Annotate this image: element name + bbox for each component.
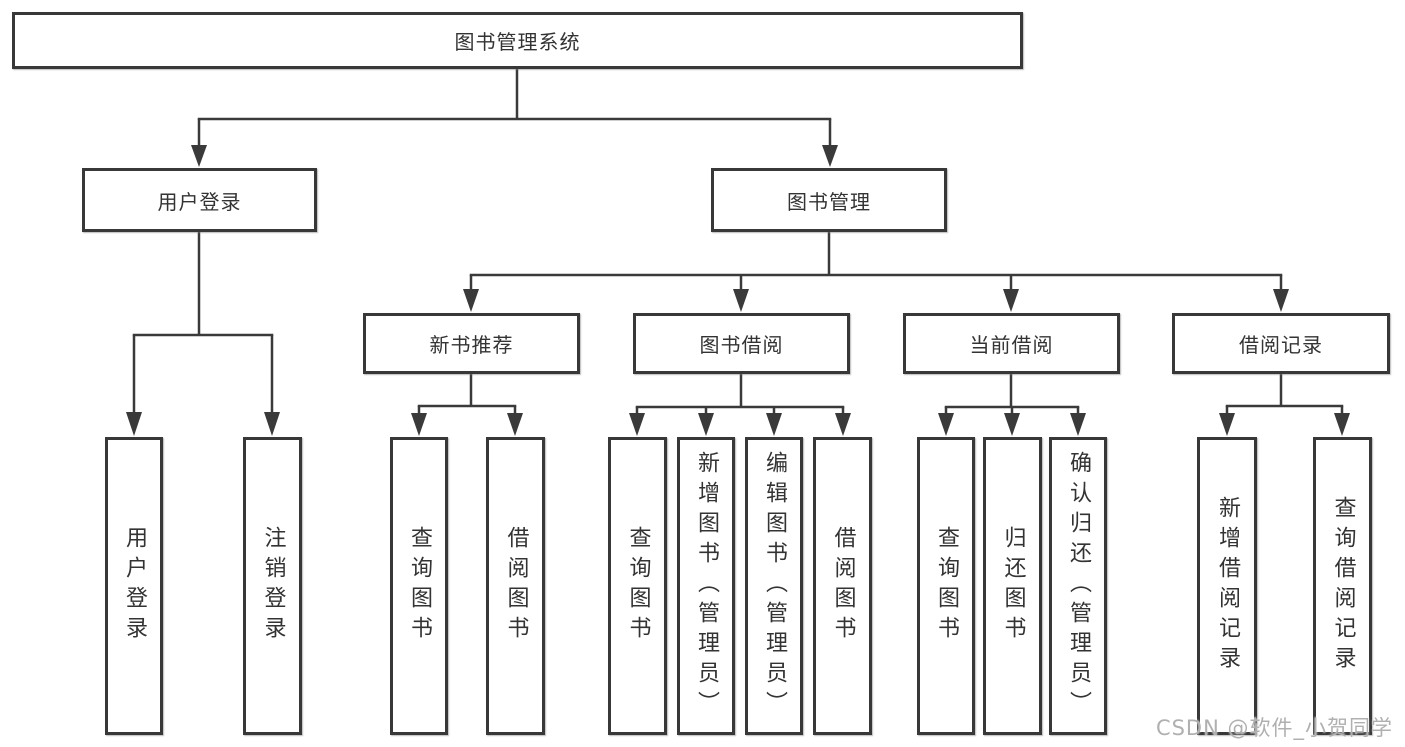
node-current-borrowing-label: 当前借阅 — [969, 333, 1054, 357]
leaf-query-books-1-label: 查询图书 — [407, 526, 432, 646]
node-current-borrowing: 当前借阅 — [903, 313, 1120, 374]
connector-root-to-level2 — [191, 69, 838, 167]
node-new-book-recommend-label: 新书推荐 — [429, 333, 514, 357]
leaf-return-books: 归还图书 — [983, 437, 1042, 735]
node-borrowing-records-label: 借阅记录 — [1239, 333, 1323, 357]
leaf-query-books-3-label: 查询图书 — [934, 526, 959, 646]
leaf-query-books-2-label: 查询图书 — [625, 526, 651, 646]
connector-user-login-to-leaves — [126, 232, 280, 436]
leaf-edit-books-admin-label: 编辑图书（管理员） — [762, 451, 787, 721]
leaf-logout: 注销登录 — [243, 437, 302, 735]
leaf-logout-label: 注销登录 — [260, 526, 286, 646]
leaf-query-borrow-record-label: 查询借阅记录 — [1330, 496, 1356, 676]
node-book-management-label: 图书管理 — [787, 189, 871, 214]
leaf-user-login-label: 用户登录 — [122, 526, 147, 646]
leaf-confirm-return-admin-label: 确认归还（管理员） — [1066, 451, 1091, 721]
connector-book-borrow-to-leaves — [629, 374, 851, 436]
leaf-borrow-books-1: 借阅图书 — [486, 437, 545, 735]
leaf-add-books-admin: 新增图书（管理员） — [677, 437, 735, 735]
leaf-query-borrow-record: 查询借阅记录 — [1313, 437, 1372, 735]
node-borrowing-records: 借阅记录 — [1172, 313, 1390, 374]
leaf-add-books-admin-label: 新增图书（管理员） — [694, 451, 719, 721]
leaf-borrow-books-1-label: 借阅图书 — [503, 526, 529, 646]
leaf-query-books-2: 查询图书 — [608, 437, 667, 735]
connector-new-book-rec-to-leaves — [411, 374, 523, 436]
leaf-confirm-return-admin: 确认归还（管理员） — [1049, 437, 1107, 735]
leaf-borrow-books-2: 借阅图书 — [813, 437, 872, 735]
node-user-login: 用户登录 — [82, 168, 317, 232]
leaf-edit-books-admin: 编辑图书（管理员） — [745, 437, 803, 735]
leaf-return-books-label: 归还图书 — [1000, 526, 1026, 646]
leaf-add-borrow-record: 新增借阅记录 — [1197, 437, 1257, 735]
csdn-watermark: CSDN @软件_小贺同学 — [1155, 716, 1393, 740]
leaf-borrow-books-2-label: 借阅图书 — [830, 526, 856, 646]
node-root: 图书管理系统 — [12, 12, 1023, 69]
leaf-add-borrow-record-label: 新增借阅记录 — [1215, 496, 1240, 676]
node-book-management: 图书管理 — [711, 168, 947, 232]
leaf-user-login: 用户登录 — [105, 437, 163, 735]
node-new-book-recommend: 新书推荐 — [363, 313, 580, 374]
connector-book-mgmt-to-level3 — [463, 232, 1289, 312]
leaf-query-books-1: 查询图书 — [390, 437, 448, 735]
node-book-borrowing: 图书借阅 — [633, 313, 850, 374]
node-user-login-label: 用户登录 — [157, 189, 242, 214]
connector-borrow-records-to-leaves — [1219, 374, 1350, 436]
connector-current-borrow-to-leaves — [938, 374, 1086, 436]
node-book-borrowing-label: 图书借阅 — [699, 333, 784, 357]
node-root-label: 图书管理系统 — [454, 30, 581, 54]
leaf-query-books-3: 查询图书 — [917, 437, 975, 735]
